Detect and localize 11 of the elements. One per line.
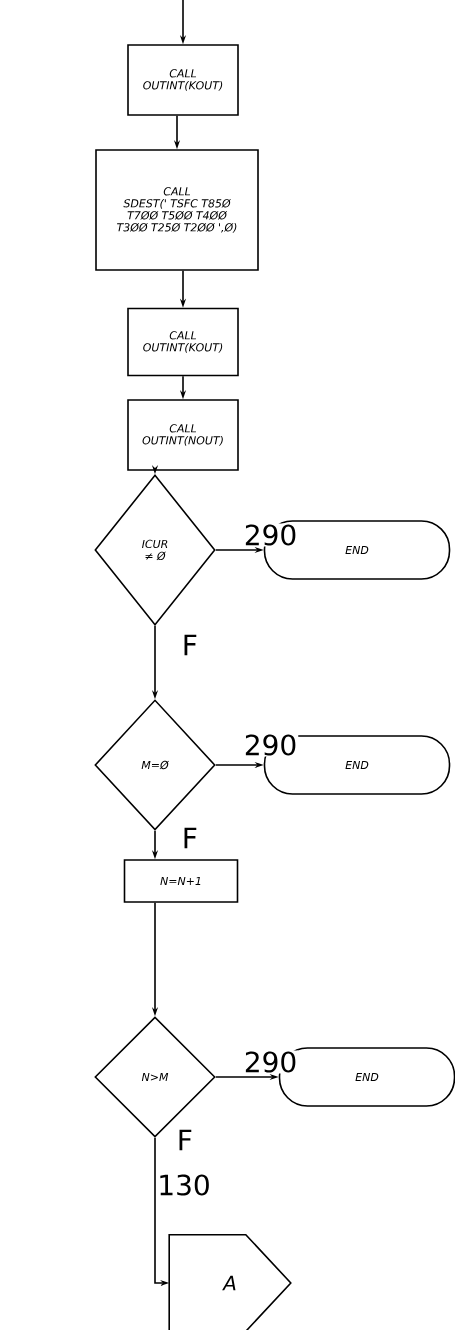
statement-number: 130 xyxy=(160,1174,209,1196)
off-page-connector: A xyxy=(168,1233,292,1330)
edge-label: F xyxy=(180,633,199,657)
edge-label: 290 xyxy=(242,523,299,547)
edge-label: 290 xyxy=(242,733,299,757)
process-box: CALL SDEST(' TSFC T85Ø T7ØØ T5ØØ T4ØØ T3ØØ T25Ø T2ØØ ',Ø) xyxy=(95,149,259,271)
process-box: CALL OUTINT(NOUT) xyxy=(127,399,239,471)
process-box: CALL OUTINT(KOUT) xyxy=(127,44,239,116)
process-box: CALL OUTINT(KOUT) xyxy=(127,307,239,377)
process-box: N=N+1 xyxy=(123,859,239,903)
edge-label: 290 xyxy=(242,1050,299,1074)
